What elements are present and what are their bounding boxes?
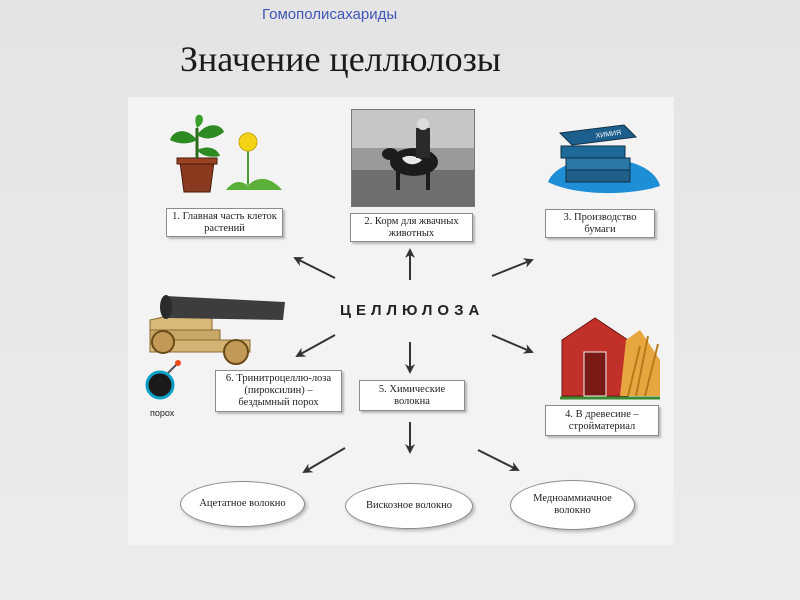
cow-photo: [351, 109, 475, 207]
barn-icon: [558, 314, 660, 398]
fiber-copper: Медноаммиачное волокно: [510, 480, 635, 530]
node-plants: 1. Главная часть клеток растений: [166, 208, 283, 237]
arrow-to-paper: [492, 260, 532, 276]
potted-plant-icon: [170, 115, 224, 192]
node-paper: 3. Производство бумаги: [545, 209, 655, 238]
books-icon: ХИМИЯ: [548, 125, 660, 193]
arrow-to-plants: [295, 258, 335, 278]
center-label: ЦЕЛЛЮЛОЗА: [340, 302, 484, 319]
powder-label: порох: [150, 408, 174, 418]
arrow-to-copper: [478, 450, 518, 470]
arrows: [295, 250, 532, 472]
node-explosive: 6. Тринитроцеллю-лоза (пироксилин) – без…: [215, 370, 342, 412]
node-fodder: 2. Корм для жвачных животных: [350, 213, 473, 242]
fiber-acetate: Ацетатное волокно: [180, 481, 305, 527]
bomb-icon: [147, 360, 181, 398]
dandelion-icon: [226, 133, 282, 190]
arrow-to-explosive: [297, 335, 335, 356]
arrow-to-wood: [492, 335, 532, 352]
fiber-viscose: Вискозное волокно: [345, 483, 473, 529]
cannon-icon: [150, 295, 285, 364]
node-fibers: 5. Химические волокна: [359, 380, 465, 411]
arrow-to-acetate: [304, 448, 345, 472]
node-wood: 4. В древесине – стройматериал: [545, 405, 659, 436]
